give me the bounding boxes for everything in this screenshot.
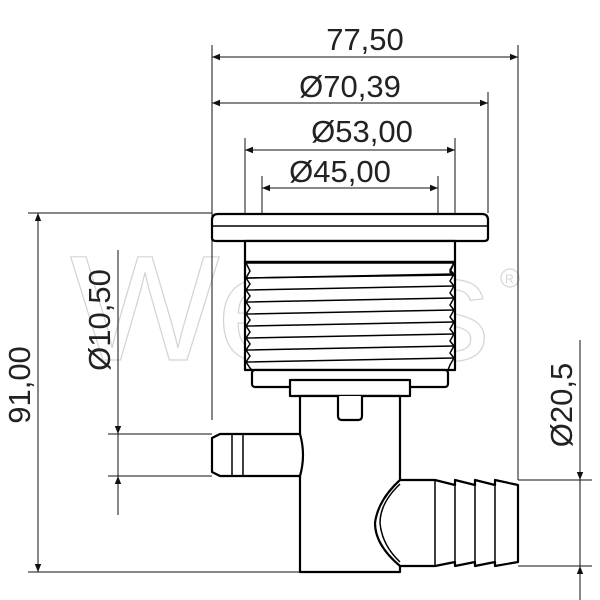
dimension-flange-diameter: Ø70,39: [212, 69, 488, 107]
dimension-label: 91,00: [2, 346, 37, 424]
dimension-label: Ø20,5: [544, 363, 579, 447]
svg-text:R: R: [505, 272, 514, 286]
dimension-thread-diameter: Ø53,00: [245, 114, 455, 154]
dimension-inner-diameter: Ø45,00: [262, 154, 438, 192]
dimension-small-nozzle: Ø10,50: [82, 250, 122, 515]
dimension-label: Ø70,39: [299, 69, 401, 104]
small-nozzle: [210, 432, 305, 478]
dimension-overall-width: 77,50: [212, 22, 518, 61]
dimension-label: Ø53,00: [311, 114, 413, 149]
dimension-label: 77,50: [326, 22, 404, 57]
dimension-label: Ø45,00: [289, 154, 391, 189]
large-barb: [373, 478, 520, 568]
dimension-overall-height: 91,00: [2, 213, 42, 572]
dimension-label: Ø10,50: [82, 269, 117, 371]
jet-fitting-part: [210, 212, 520, 574]
dimension-large-barb: Ø20,5: [544, 340, 584, 600]
thread-section: [243, 260, 457, 372]
